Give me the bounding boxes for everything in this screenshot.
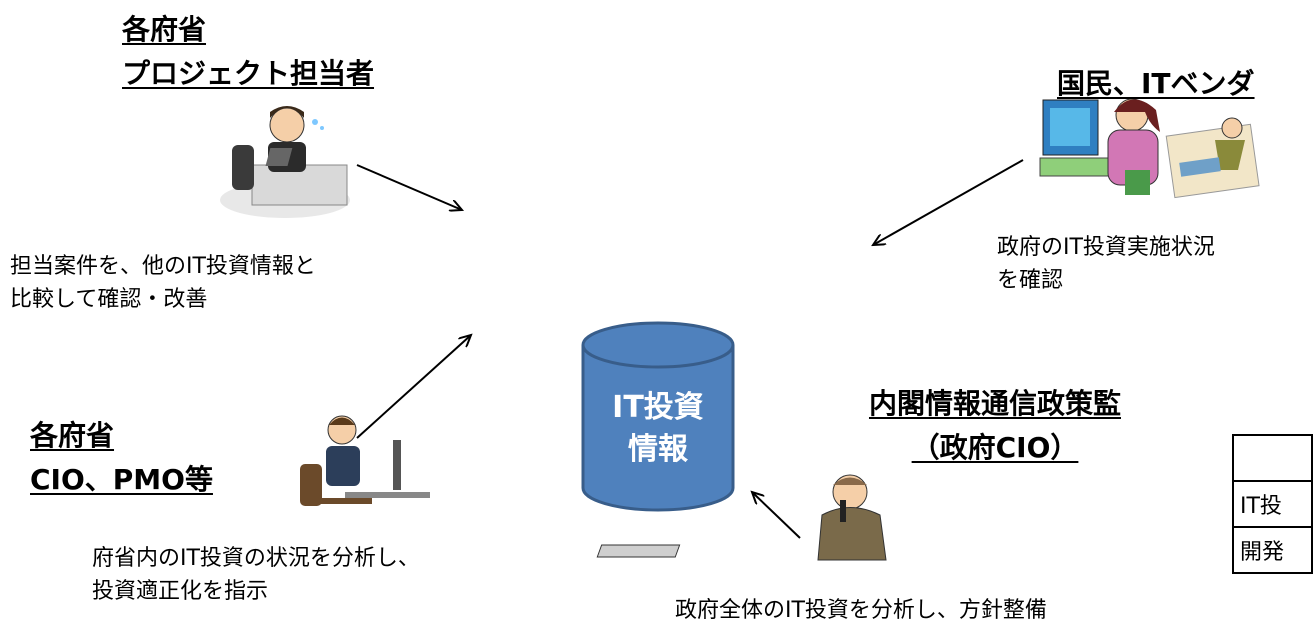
ministry-project-heading-2: プロジェクト担当者 bbox=[122, 57, 375, 90]
person-with-map-icon bbox=[1165, 117, 1260, 199]
arrow-govcio-to-db bbox=[752, 492, 801, 539]
database-cylinder bbox=[581, 321, 735, 512]
person-at-computer-icon bbox=[300, 415, 430, 506]
public-desc-2: を確認 bbox=[997, 268, 1064, 293]
businessman-on-phone-icon bbox=[596, 474, 887, 561]
table-cell: IT投 bbox=[1232, 480, 1313, 528]
ministry-cio-heading-1: 各府省 bbox=[30, 419, 115, 452]
public-desc-1: 政府のIT投資実施状況 bbox=[997, 235, 1215, 260]
arrow-public-from-db bbox=[873, 159, 1024, 245]
arrow-cio-to-db bbox=[356, 335, 471, 439]
arrow-project-to-db bbox=[356, 164, 462, 210]
person-at-desk-icon bbox=[220, 106, 350, 218]
public-heading: 国民、ITベンダ bbox=[1057, 67, 1255, 100]
it-investment-table: IT投 開発 bbox=[1232, 434, 1313, 574]
ministry-cio-desc-2: 投資適正化を指示 bbox=[92, 579, 269, 604]
gov-cio-heading-1: 内閣情報通信政策監 bbox=[868, 387, 1121, 420]
woman-at-computer-icon bbox=[1039, 98, 1160, 195]
table-cell bbox=[1232, 434, 1313, 482]
ministry-cio-desc-1: 府省内のIT投資の状況を分析し、 bbox=[92, 546, 420, 571]
ministry-project-desc-1: 担当案件を、他のIT投資情報と bbox=[10, 254, 316, 279]
ministry-cio-heading-2: CIO、PMO等 bbox=[30, 463, 213, 496]
table-cell: 開発 bbox=[1232, 526, 1313, 574]
gov-cio-desc: 政府全体のIT投資を分析し、方針整備 bbox=[675, 598, 1047, 623]
database-label-1: IT投資 bbox=[612, 390, 704, 425]
database-label-2: 情報 bbox=[628, 432, 688, 467]
ministry-project-heading-1: 各府省 bbox=[122, 13, 207, 46]
ministry-project-desc-2: 比較して確認・改善 bbox=[10, 287, 208, 312]
gov-cio-heading-2: （政府CIO） bbox=[911, 431, 1079, 464]
